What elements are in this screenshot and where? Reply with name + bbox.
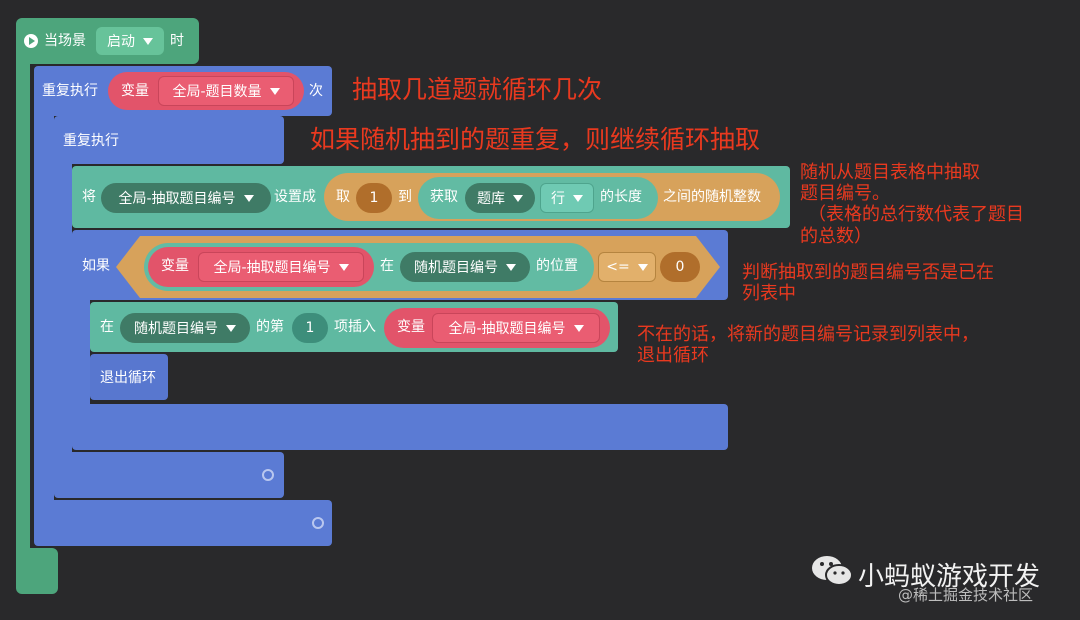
event-prefix: 当场景 (44, 33, 86, 49)
inner-loop-spine (54, 160, 72, 460)
annotation-line: 判断抽取到的题目编号否是已在 (742, 262, 994, 283)
if-variable-dropdown[interactable]: 全局-抽取题目编号 (198, 252, 364, 282)
if-list-dropdown[interactable]: 随机题目编号 (400, 252, 530, 282)
if-block-footer (72, 404, 728, 450)
set-var-name: 全局-抽取题目编号 (118, 191, 236, 207)
nth-label: 的第 (256, 319, 284, 335)
if-var-tag: 变量 (161, 258, 189, 274)
annotation-line: 随机从题目表格中抽取 (800, 162, 980, 183)
loop-arrow-icon (312, 517, 324, 529)
compare-value: 0 (675, 259, 685, 275)
watermark-site: @稀土掘金技术社区 (898, 586, 1034, 604)
annotation-record-and-exit: 不在的话，将新的题目编号记录到列表中， 退出循环 (637, 324, 979, 366)
event-block-spine (16, 60, 30, 560)
inner-loop-footer (54, 452, 284, 498)
outer-loop-footer (34, 500, 332, 546)
insert-var-name: 全局-抽取题目编号 (448, 321, 566, 337)
insert-list-dropdown[interactable]: 随机题目编号 (120, 313, 250, 343)
annotation-line: 的总数） (800, 225, 872, 247)
outer-loop-label: 重复执行 (42, 83, 98, 99)
random-suffix: 之间的随机整数 (663, 189, 761, 205)
loop-arrow-icon (262, 469, 274, 481)
insert-list-name: 随机题目编号 (134, 321, 218, 337)
scene-dropdown-value: 启动 (107, 34, 135, 50)
dimension-value: 行 (551, 191, 565, 207)
table-name: 题库 (477, 191, 505, 207)
table-dropdown[interactable]: 题库 (465, 183, 535, 213)
annotation-repeat-reason: 如果随机抽到的题重复，则继续循环抽取 (310, 125, 761, 154)
set-to-label: 设置成 (274, 189, 316, 205)
annotation-loop-count: 抽取几道题就循环几次 (352, 75, 603, 104)
annotation-line: 退出循环 (637, 345, 709, 367)
outer-loop-times: 次 (309, 83, 323, 99)
if-label: 如果 (82, 258, 110, 274)
annotation-line: 列表中 (742, 283, 796, 305)
random-to-label: 到 (398, 189, 412, 205)
set-prefix: 将 (82, 189, 96, 205)
compare-value-input[interactable]: 0 (660, 252, 700, 282)
insert-var-tag: 变量 (397, 319, 425, 335)
insert-variable-dropdown[interactable]: 全局-抽取题目编号 (432, 313, 600, 343)
outer-var-name: 全局-题目数量 (172, 84, 262, 100)
annotation-line: 不在的话，将新的题目编号记录到列表中， (637, 324, 979, 345)
set-variable-dropdown[interactable]: 全局-抽取题目编号 (101, 183, 271, 213)
inner-loop-label: 重复执行 (63, 133, 119, 149)
watermark-brand: 小蚂蚁游戏开发 (858, 562, 1041, 592)
length-label: 的长度 (600, 189, 642, 205)
table-length-reporter[interactable] (418, 177, 658, 219)
insert-in-word: 在 (100, 319, 114, 335)
wechat-icon (812, 556, 853, 586)
event-suffix: 时 (170, 33, 184, 49)
scene-dropdown[interactable]: 启动 (96, 27, 164, 55)
inner-repeat-loop-block[interactable] (54, 116, 284, 164)
annotation-line: （表格的总行数代表了题目 (808, 204, 1024, 226)
position-label: 的位置 (536, 258, 578, 274)
if-list-name: 随机题目编号 (414, 260, 498, 276)
if-block-spine (72, 296, 90, 406)
annotation-random-pick: 随机从题目表格中抽取 题目编号。 （表格的总行数代表了题目 的总数） (800, 162, 1024, 247)
random-prefix: 取 (336, 189, 350, 205)
break-loop-block[interactable] (90, 354, 168, 400)
outer-loop-variable-dropdown[interactable]: 全局-题目数量 (158, 76, 294, 106)
dimension-dropdown[interactable]: 行 (540, 183, 594, 213)
insert-label: 项插入 (334, 319, 376, 335)
insert-index: 1 (305, 320, 315, 336)
random-from-input[interactable]: 1 (356, 183, 392, 213)
if-in-word: 在 (380, 258, 394, 274)
outer-loop-spine (34, 110, 54, 510)
random-from-value: 1 (369, 190, 379, 206)
annotation-line: 题目编号。 (800, 183, 890, 205)
annotation-check-exists: 判断抽取到的题目编号否是已在 列表中 (742, 262, 994, 304)
get-prefix: 获取 (430, 189, 458, 205)
event-block-footer (16, 548, 58, 594)
break-label: 退出循环 (100, 370, 156, 386)
insert-index-input[interactable]: 1 (292, 313, 328, 343)
operator-dropdown[interactable]: <= (598, 252, 656, 282)
if-var-name: 全局-抽取题目编号 (213, 260, 331, 276)
play-icon (24, 34, 38, 48)
outer-var-tag: 变量 (121, 83, 149, 99)
operator-value: <= (606, 259, 630, 275)
